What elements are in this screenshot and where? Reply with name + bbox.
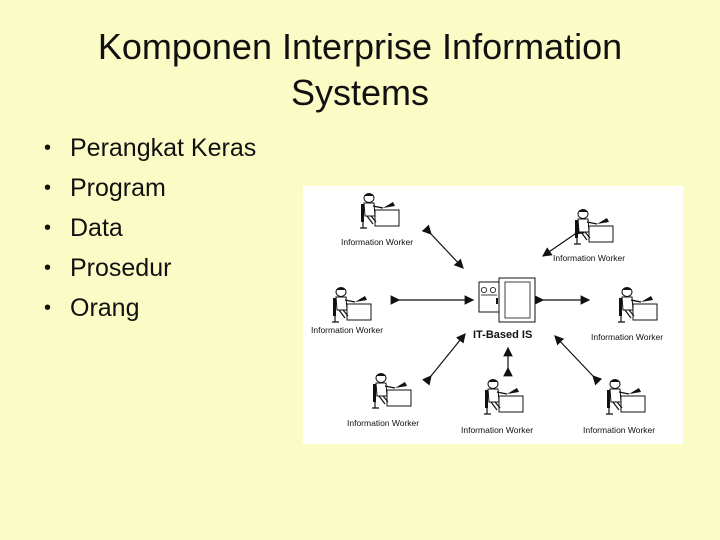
worker-label: Information Worker xyxy=(341,237,413,247)
worker-icon xyxy=(483,378,524,415)
bullet-list: •Perangkat Keras •Program •Data •Prosedu… xyxy=(44,128,256,328)
worker-icon xyxy=(371,372,412,409)
worker-icon xyxy=(359,192,400,229)
bullet-dot-icon: • xyxy=(44,137,52,159)
bullet-item: •Perangkat Keras xyxy=(44,128,256,168)
worker-label: Information Worker xyxy=(553,253,625,263)
it-based-is-label: IT-Based IS xyxy=(473,329,532,341)
worker-icon xyxy=(573,208,614,245)
worker-label: Information Worker xyxy=(461,425,533,435)
bullet-item: •Data xyxy=(44,208,256,248)
connector-arrow xyxy=(542,225,585,257)
slide-title: Komponen Interprise Information Systems xyxy=(40,24,680,116)
bullet-item: •Program xyxy=(44,168,256,208)
connector-arrow xyxy=(421,224,464,269)
connector-arrow xyxy=(421,333,466,386)
worker-label: Information Worker xyxy=(311,325,383,335)
worker-icon xyxy=(617,286,658,323)
bullet-dot-icon: • xyxy=(44,177,52,199)
bullet-dot-icon: • xyxy=(44,297,52,319)
information-system-diagram: IT-Based IS Information Worker Informati… xyxy=(303,186,683,444)
bullet-item: •Orang xyxy=(44,288,256,328)
worker-label: Information Worker xyxy=(591,332,663,342)
worker-icon xyxy=(331,286,372,323)
worker-label: Information Worker xyxy=(347,418,419,428)
bullet-dot-icon: • xyxy=(44,217,52,239)
worker-icon xyxy=(605,378,646,415)
worker-label: Information Worker xyxy=(583,425,655,435)
bullet-dot-icon: • xyxy=(44,257,52,279)
title-line-1: Komponen Interprise Information xyxy=(97,26,623,67)
bullet-item: •Prosedur xyxy=(44,248,256,288)
server-icon xyxy=(478,277,536,323)
title-line-2: Systems xyxy=(290,72,430,113)
connector-arrow xyxy=(554,335,603,386)
